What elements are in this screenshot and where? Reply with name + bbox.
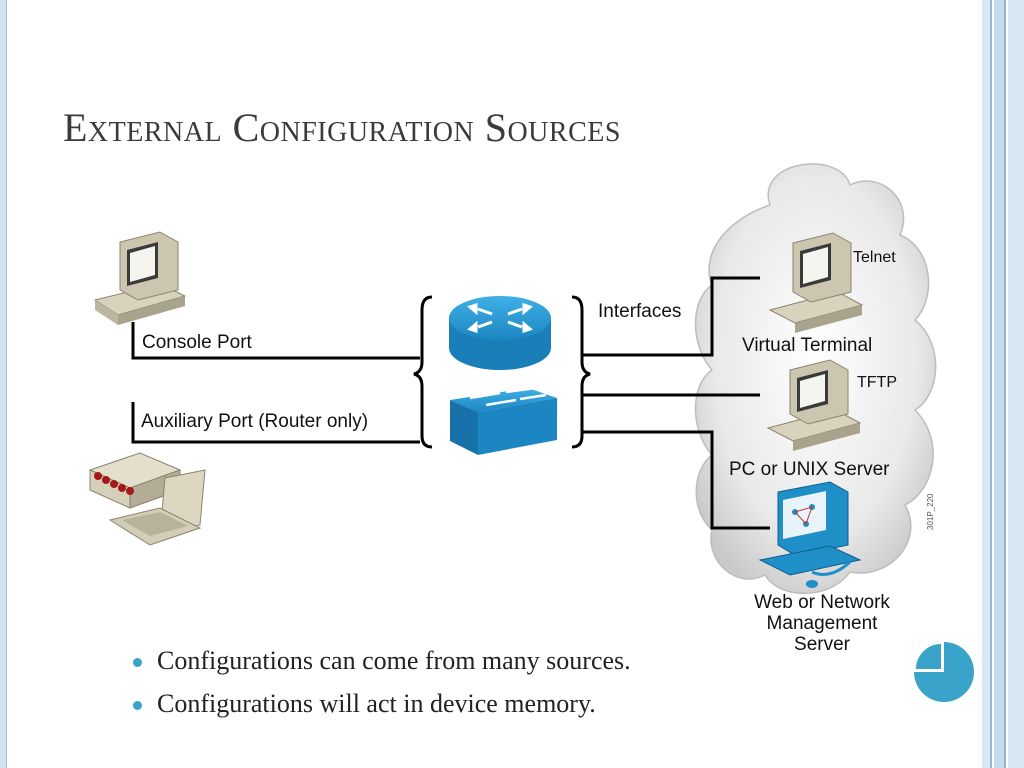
telnet-label: Telnet <box>853 249 896 266</box>
web-nms-line-2: Management <box>766 613 878 634</box>
auxiliary-port-label: Auxiliary Port (Router only) <box>141 411 369 432</box>
switch-icon <box>450 386 557 455</box>
tftp-label: TFTP <box>857 374 897 391</box>
telnet-pc-icon <box>768 232 864 333</box>
left-bracket <box>413 295 433 449</box>
web-nms-server-label: Web or Network Management Server <box>746 592 898 655</box>
pc-unix-server-label: PC or UNIX Server <box>729 459 890 480</box>
slide-title: External Configuration Sources <box>63 105 621 150</box>
interfaces-label: Interfaces <box>598 301 682 322</box>
bullet-item: Configurations will act in device memory… <box>133 687 631 730</box>
web-nms-line-3: Server <box>794 634 850 655</box>
figure-id-text: 301P_220 <box>926 493 935 530</box>
laptop-icon <box>108 469 206 546</box>
bullet-list: Configurations can come from many source… <box>133 644 631 730</box>
left-frame-border <box>0 0 7 768</box>
connection-lines <box>131 276 770 530</box>
web-nms-line-1: Web or Network <box>754 592 890 613</box>
modem-icon <box>88 452 182 509</box>
bullet-item: Configurations can come from many source… <box>133 644 631 687</box>
console-port-label: Console Port <box>142 332 252 353</box>
pie-corner-icon <box>914 642 974 702</box>
management-server-icon <box>758 481 862 588</box>
right-bracket <box>571 295 591 449</box>
right-frame-border <box>982 0 1024 768</box>
console-pc-icon <box>93 231 187 325</box>
tftp-pc-icon <box>766 359 862 451</box>
virtual-terminal-label: Virtual Terminal <box>742 335 873 356</box>
router-icon <box>449 296 551 370</box>
